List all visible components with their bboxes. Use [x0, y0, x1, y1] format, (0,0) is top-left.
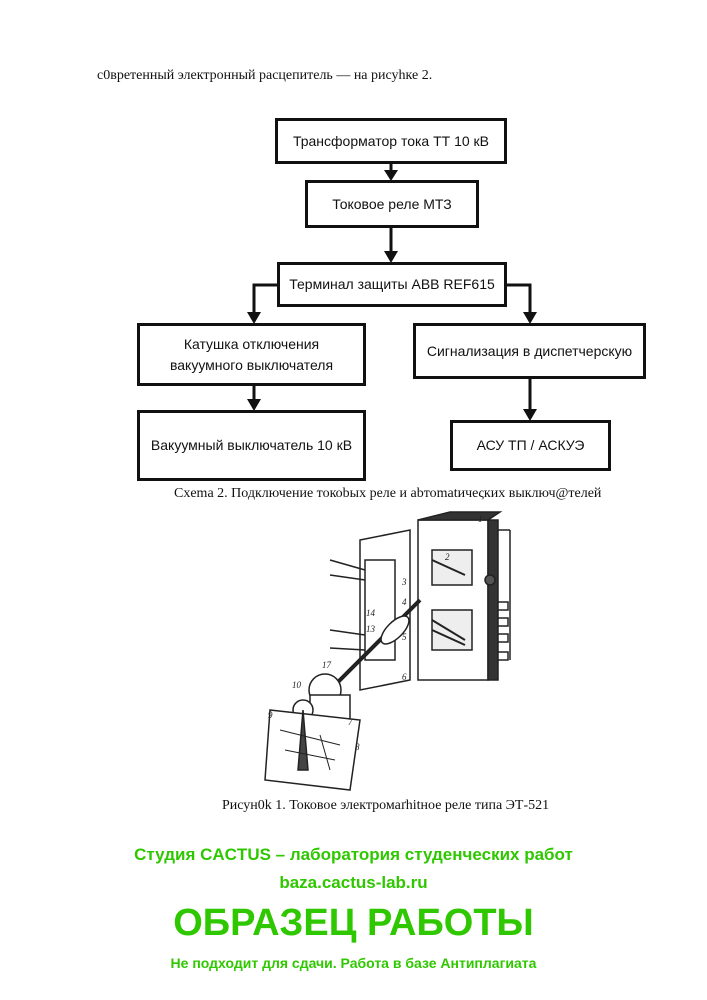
- box-signaling: Сигнализация в диспетчерскую: [413, 323, 646, 379]
- figure-caption: Рисун0k 1. Токовое электромаґhitное реле…: [222, 798, 550, 813]
- figure-label: 1: [478, 514, 483, 524]
- figure-label: 13: [366, 624, 376, 634]
- watermark-notice: Не подходит для сдачи. Работа в базе Ант…: [170, 955, 537, 971]
- box-vacuum-breaker: Вакуумный выключатель 10 кВ: [137, 410, 366, 481]
- box-current-relay: Токовое реле МТЗ: [305, 180, 479, 228]
- figure-label: 8: [355, 742, 360, 752]
- box-protection-terminal: Терминал защиты ABB REF615: [277, 262, 507, 307]
- figure-label: 17: [322, 660, 332, 670]
- figure-label: 2: [445, 552, 450, 562]
- figure-label: 10: [292, 680, 302, 690]
- figure-label: 7: [348, 717, 353, 727]
- diagram-caption: Схema 2. Подключение токоbых реле и abто…: [174, 486, 602, 501]
- figure-label: 3: [401, 577, 407, 587]
- box-trip-coil: Катушка отключения вакуумного выключател…: [137, 323, 366, 386]
- watermark-studio: Студия CACTUS – лаборатория студенческих…: [134, 845, 573, 864]
- box-current-transformer: Трансформатор тока ТТ 10 кВ: [275, 118, 507, 164]
- figure-label: 6: [402, 672, 407, 682]
- body-paragraph: с0вретенный электронный расцепитель — на…: [97, 68, 433, 83]
- figure-label: 4: [402, 597, 407, 607]
- watermark-sample: ОБРАЗЕЦ РАБОТЫ: [173, 902, 534, 944]
- watermark-url: baza.cactus-lab.ru: [279, 873, 428, 892]
- figure-label: 14: [366, 608, 376, 618]
- figure-label: 9: [268, 710, 273, 720]
- box-scada: АСУ ТП / АСКУЭ: [450, 420, 611, 471]
- figure-label: 5: [402, 632, 407, 642]
